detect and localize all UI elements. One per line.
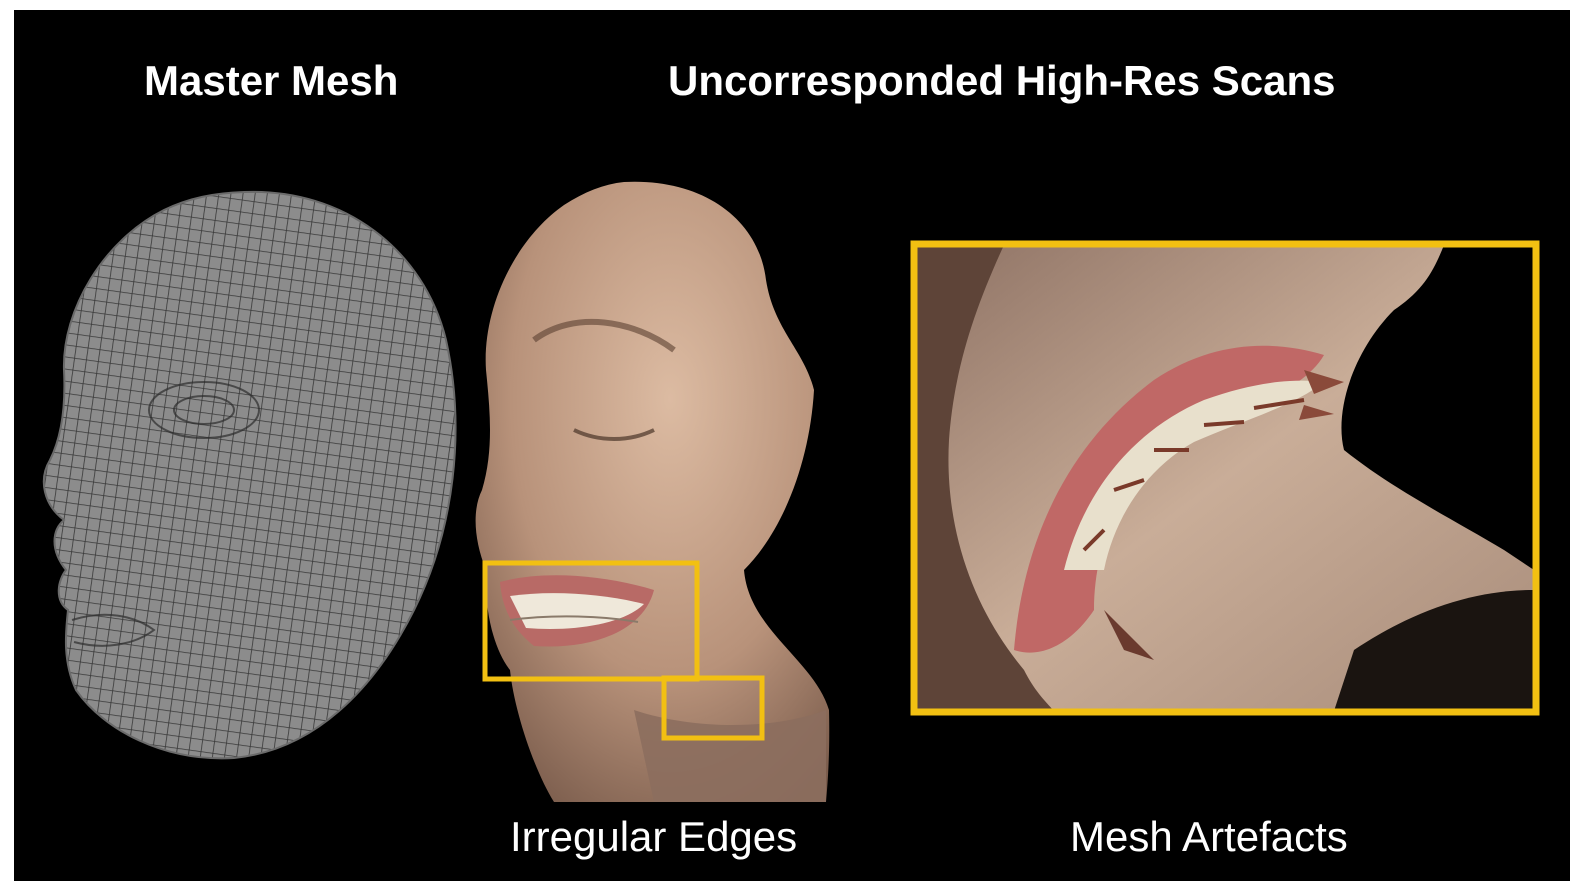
figure-artwork [14, 10, 1570, 881]
master-mesh-heading: Master Mesh [144, 60, 398, 102]
figure-panel: Master Mesh Uncorresponded High-Res Scan… [14, 10, 1570, 881]
scan-face [476, 182, 830, 802]
mesh-artefacts-caption: Mesh Artefacts [1070, 816, 1348, 858]
master-mesh-face [44, 192, 456, 759]
irregular-edges-caption: Irregular Edges [510, 816, 797, 858]
artefact-closeup [914, 245, 1534, 711]
scans-heading: Uncorresponded High-Res Scans [668, 60, 1335, 102]
